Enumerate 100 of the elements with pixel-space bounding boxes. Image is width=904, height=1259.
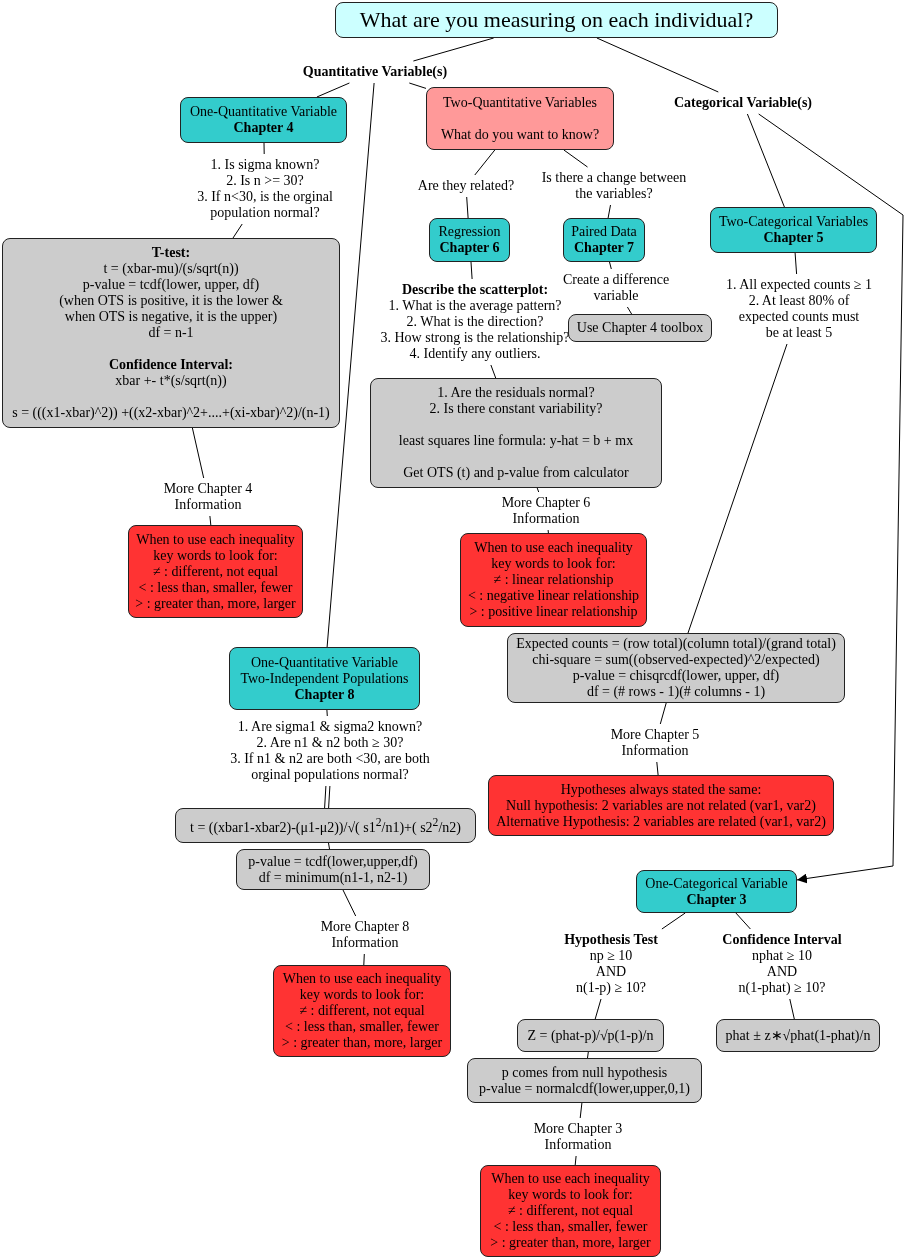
heading-text: Confidence Interval:: [108, 357, 233, 373]
question-box: [426, 87, 614, 150]
box-text: What are you measuring on each individual?: [359, 6, 754, 34]
connector-line: [735, 912, 751, 930]
heading-text: Hypothesis Test: [564, 932, 658, 948]
box-text: Two-Independent Populations: [240, 670, 409, 687]
box-text: chi-square = sum((observed-expected)^2/expected): [532, 652, 820, 668]
branch-text: 2. What is the direction?: [406, 314, 544, 330]
connector-line: [687, 343, 788, 634]
branch-text: 2. At least 80% of expected counts must be at least 5: [737, 293, 861, 341]
box-text: s = (((x1-xbar)^2)) +((x2-xbar)^2+....+(xi-xbar)^2)/(n-1): [12, 405, 330, 421]
box-text: < : negative linear relationship: [467, 588, 640, 604]
box-text: Alternative Hypothesis: 2 variables are related (var1, var2): [496, 813, 826, 830]
connector-line: [596, 37, 719, 93]
connector-line: [326, 82, 375, 648]
box-text: Use Chapter 4 toolbox: [576, 320, 704, 336]
box-text: p-value = tcdf(lower, upper, df): [82, 277, 260, 293]
connector-line: [466, 196, 469, 219]
box-text: Two-Quantitative Variables: [443, 94, 597, 111]
connector-line: [470, 261, 473, 280]
info-box: [480, 1165, 661, 1257]
heading-text: Chapter 8: [294, 686, 355, 703]
branch-text: More Chapter 5 Information: [609, 727, 701, 759]
connector-line: [579, 1102, 583, 1119]
formula-box: [370, 378, 662, 488]
connector-line: [328, 842, 330, 850]
connector-line: [659, 702, 667, 725]
chapter-box: [636, 870, 797, 913]
box-text: key words to look for:: [153, 547, 278, 564]
box-text: p-value = chisqrcdf(lower, upper, df): [572, 668, 780, 684]
box-text: When to use each inequality: [282, 971, 442, 987]
connector-line: [232, 223, 243, 239]
branch-text: 3. How strong is the relationship?: [380, 330, 570, 346]
chapter-box: [180, 97, 347, 143]
heading-text: T-test:: [151, 245, 191, 261]
branch-text: 1. Are sigma1 & sigma2 known?: [237, 719, 423, 735]
box-text: p-value = normalcdf(lower,upper,0,1): [479, 1080, 690, 1097]
branch-text: 1. Is sigma known?: [210, 157, 320, 173]
box-text: Hypotheses always stated the same:: [560, 781, 762, 798]
box-text: When to use each inequality: [491, 1171, 650, 1187]
box-text: df = minimum(n1-1, n2-1): [258, 869, 408, 886]
box-text: Two-Categorical Variables: [718, 214, 869, 230]
box-text: ≠ : linear relationship: [493, 572, 614, 588]
branch-text: nphat ≥ 10: [752, 948, 812, 964]
connector-line: [563, 149, 588, 168]
connector-line: [363, 953, 365, 966]
connector-line: [574, 1155, 577, 1166]
box-text: 1. Are the residuals normal?: [437, 385, 595, 401]
box-text: > : positive linear relationship: [469, 604, 638, 620]
branch-text: n(1-phat) ≥ 10?: [738, 980, 826, 996]
branch-text: More Chapter 6 Information: [500, 495, 592, 527]
branch-text: Are they related?: [417, 178, 515, 194]
box-text: When to use each inequality: [474, 540, 633, 556]
formula-box: [175, 808, 476, 843]
box-text: df = n-1: [148, 325, 194, 341]
info-box: [488, 775, 834, 836]
box-text: < : less than, smaller, fewer: [285, 1019, 439, 1035]
box-text: ≠ : different, not equal: [152, 563, 279, 580]
branch-text: Create a difference variable: [561, 272, 671, 304]
connector-line: [209, 515, 212, 526]
box-text: (when OTS is positive, it is the lower & when OTS is negative, it is the upper): [58, 293, 284, 325]
branch-text: 2. Is n >= 30?: [226, 173, 304, 189]
box-text: Get OTS (t) and p-value from calculator: [403, 465, 629, 481]
branch-text: np ≥ 10: [589, 948, 633, 964]
connector-line: [490, 364, 497, 379]
connector-line: [661, 912, 686, 930]
formula-box: [2, 238, 340, 428]
branch-text: 2. Are n1 & n2 both ≥ 30?: [256, 735, 404, 751]
box-text: p comes from null hypothesis: [501, 1064, 668, 1081]
formula-box: [568, 314, 712, 342]
box-text: t = (xbar-mu)/(s/sqrt(n)): [103, 261, 239, 277]
connector-line: [412, 37, 495, 62]
heading-text: Chapter 3: [686, 891, 747, 908]
connector-line: [587, 1051, 589, 1059]
connector-line: [328, 785, 331, 809]
formula-box: [517, 1019, 664, 1052]
heading-text: Chapter 7: [574, 240, 634, 256]
box-text: xbar +- t*(s/sqrt(n)): [115, 373, 227, 389]
connector-line: [609, 261, 612, 270]
heading-text: Chapter 6: [439, 240, 500, 256]
arrow: [758, 113, 904, 884]
box-text: < : less than, smaller, fewer: [493, 1219, 648, 1235]
branch-text: n(1-p) ≥ 10?: [576, 980, 646, 996]
box-text: Expected counts = (row total)(column total)/(grand total): [516, 636, 836, 652]
branch-text: Is there a change between the variables?: [540, 170, 688, 202]
box-text: t = ((xbar1-xbar2)-(μ1-μ2))/√( s1$^{2}$/n1)+( s2$^{2}$/n2): [190, 815, 461, 836]
box-text: ≠ : different, not equal: [299, 1003, 425, 1019]
info-box: [128, 525, 303, 618]
branch-text: AND: [766, 964, 798, 980]
branch-text: 3. If n1 & n2 are both <30, are both orginal populations normal?: [229, 751, 431, 783]
heading-text: Chapter 4: [233, 120, 294, 136]
branch-text: More Chapter 8 Information: [319, 919, 411, 951]
chapter-box: [710, 207, 877, 253]
connector-line: [326, 709, 328, 717]
connector-line: [789, 998, 795, 1020]
box-text: Null hypothesis: 2 variables are not related (var1, var2): [506, 797, 816, 814]
formula-box: [236, 849, 430, 890]
box-text: Paired Data: [571, 224, 637, 240]
box-text: phat ± z∗√phat(1-phat)/n: [725, 1027, 871, 1044]
box-text: p-value = tcdf(lower,upper,df): [248, 853, 418, 870]
